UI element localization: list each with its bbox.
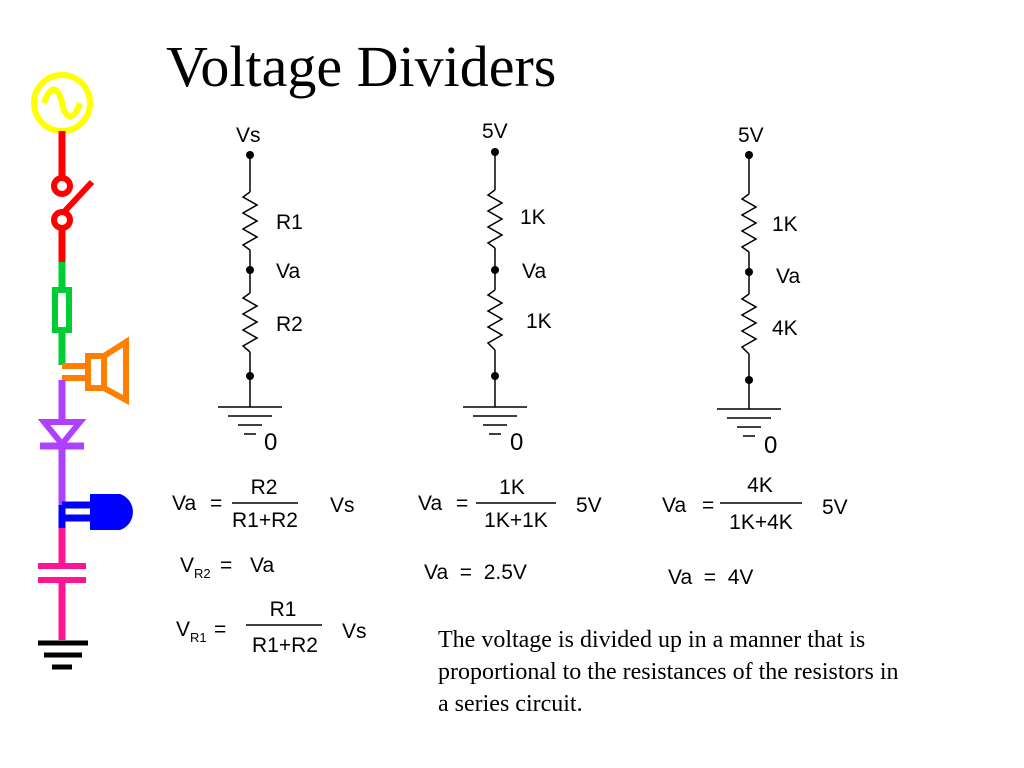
circuit-2-r2-label: 1K — [526, 310, 552, 333]
circuit-2-result: Va = 2.5V — [424, 561, 527, 584]
circuit-3-resistor-bottom — [740, 293, 758, 355]
eq2-factor: 5V — [576, 494, 602, 517]
svg-text:=: = — [214, 618, 226, 641]
diode-icon — [37, 380, 87, 505]
circuit-2-ground-label: 0 — [510, 429, 523, 456]
eq2-numerator: 1K — [499, 476, 525, 499]
svg-text:R1: R1 — [190, 630, 207, 645]
circuit-1-vr2-equation: V R2 = Va — [180, 554, 274, 581]
eq1-lhs: Va — [172, 492, 196, 515]
svg-text:V: V — [176, 618, 190, 641]
circuit-3: 5V 1K Va 4K 0 Va = 4K — [662, 124, 848, 589]
circuit-3-ground — [717, 408, 781, 437]
circuit-3-ground-label: 0 — [764, 432, 777, 459]
circuit-3-r1-label: 1K — [772, 213, 798, 236]
circuit-1-vr1-equation: V R1 = R1 R1+R2 Vs — [176, 598, 367, 657]
fuse-icon — [52, 262, 72, 365]
svg-text:=: = — [456, 492, 468, 515]
eq3b-denominator: 1K+4K — [729, 511, 793, 534]
svg-text:R2: R2 — [194, 566, 211, 581]
circuit-1-ground-label: 0 — [264, 429, 277, 456]
explanation-text: The voltage is divided up in a manner th… — [438, 627, 899, 717]
circuit-2-top-label: 5V — [482, 120, 508, 143]
circuit-1-ground — [218, 406, 282, 435]
circuit-3-node-va — [745, 268, 753, 276]
circuit-1-equation: Va = R2 R1+R2 Vs — [172, 476, 355, 532]
svg-text:V: V — [180, 554, 194, 577]
circuit-3-va-label: Va — [776, 265, 800, 288]
circuit-3-result: Va = 4V — [668, 566, 753, 589]
switch-icon — [51, 131, 95, 262]
svg-text:=: = — [220, 554, 232, 577]
eq2-denominator: 1K+1K — [484, 509, 548, 532]
circuit-1-r1-label: R1 — [276, 211, 303, 234]
eq3-factor: Vs — [342, 620, 367, 643]
circuit-3-equation: Va = 4K 1K+4K 5V — [662, 474, 848, 534]
eq1-denominator: R1+R2 — [232, 509, 298, 532]
slide-title: Voltage Dividers — [166, 34, 557, 99]
svg-text:=: = — [702, 494, 714, 517]
circuit-2-resistor-top — [486, 189, 504, 249]
circuit-2-r1-label: 1K — [520, 206, 546, 229]
circuit-2: 5V 1K Va 1K 0 Va = 1K — [418, 120, 602, 584]
circuit-1-node-va — [246, 266, 254, 274]
component-strip — [31, 72, 133, 670]
eq1-numerator: R2 — [251, 476, 278, 499]
circuit-3-resistor-top — [740, 193, 758, 253]
circuit-2-va-label: Va — [522, 260, 546, 283]
circuit-3-r2-label: 4K — [772, 317, 798, 340]
circuit-1-top-label: Vs — [236, 124, 261, 147]
eq3b-factor: 5V — [822, 496, 848, 519]
speaker-icon — [62, 336, 129, 406]
circuit-2-resistor-bottom — [486, 289, 504, 351]
ground-icon — [38, 640, 88, 670]
circuit-2-ground — [463, 406, 527, 435]
eq1-factor: Vs — [330, 494, 355, 517]
circuit-1-va-label: Va — [276, 260, 300, 283]
eq3-numerator: R1 — [270, 598, 297, 621]
lamp-icon — [58, 494, 133, 530]
svg-text:=: = — [210, 492, 222, 515]
circuit-1: Vs R1 Va R2 0 Va = R2 — [172, 124, 367, 657]
circuit-3-top-label: 5V — [738, 124, 764, 147]
circuit-1-resistor-top — [241, 191, 259, 251]
svg-text:Va: Va — [250, 554, 274, 577]
circuit-2-node-va — [491, 266, 499, 274]
circuit-2-equation: Va = 1K 1K+1K 5V — [418, 476, 602, 532]
eq3b-numerator: 4K — [747, 474, 773, 497]
circuit-1-r2-label: R2 — [276, 313, 303, 336]
eq3-denominator: R1+R2 — [252, 634, 318, 657]
capacitor-icon — [38, 528, 86, 640]
eq3b-lhs: Va — [662, 494, 686, 517]
eq2-lhs: Va — [418, 492, 442, 515]
circuit-1-resistor-bottom — [241, 292, 259, 353]
